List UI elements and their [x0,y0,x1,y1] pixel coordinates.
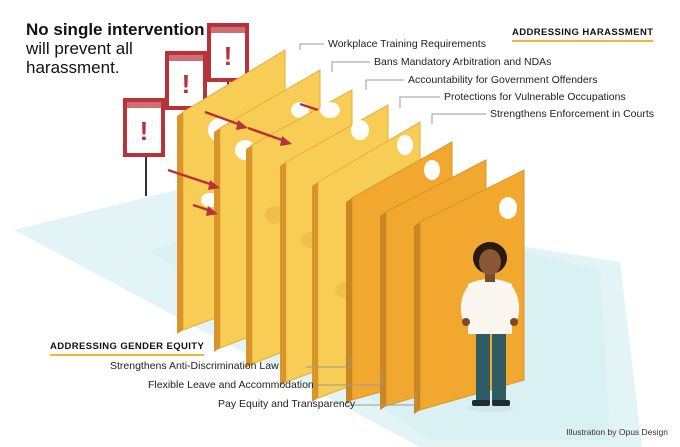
harassment-item-5: Strengthens Enforcement in Courts [490,108,655,120]
svg-text:!: ! [224,41,233,71]
headline-regular: will prevent all harassment. [26,39,133,77]
harassment-item-4: Protections for Vulnerable Occupations [444,91,626,103]
headline-bold: No single intervention [26,20,205,39]
harassment-item-1: Workplace Training Requirements [328,38,486,50]
equity-item-1: Strengthens Anti-Discrimination Law [110,360,279,372]
illustration-credit: Illustration by Opus Design [566,427,668,437]
warning-sign-2: ! [165,51,207,150]
hazard-arrows [167,102,319,216]
equity-item-2: Flexible Leave and Accommodation [148,379,314,391]
equity-item-3: Pay Equity and Transparency [218,398,356,410]
harassment-item-2: Bans Mandatory Arbitration and NDAs [374,56,552,68]
equity-section-title: ADDRESSING GENDER EQUITY [50,341,205,356]
svg-text:!: ! [140,116,149,146]
warning-sign-1: ! [123,98,165,196]
person-figure [460,242,520,412]
harassment-section-title: ADDRESSING HARASSMENT [512,27,654,42]
warning-sign-3: ! [207,23,249,120]
svg-text:!: ! [182,69,191,99]
harassment-item-3: Accountability for Government Offenders [408,74,598,86]
leader-lines [299,43,486,406]
headline: No single intervention will prevent all … [26,20,206,77]
